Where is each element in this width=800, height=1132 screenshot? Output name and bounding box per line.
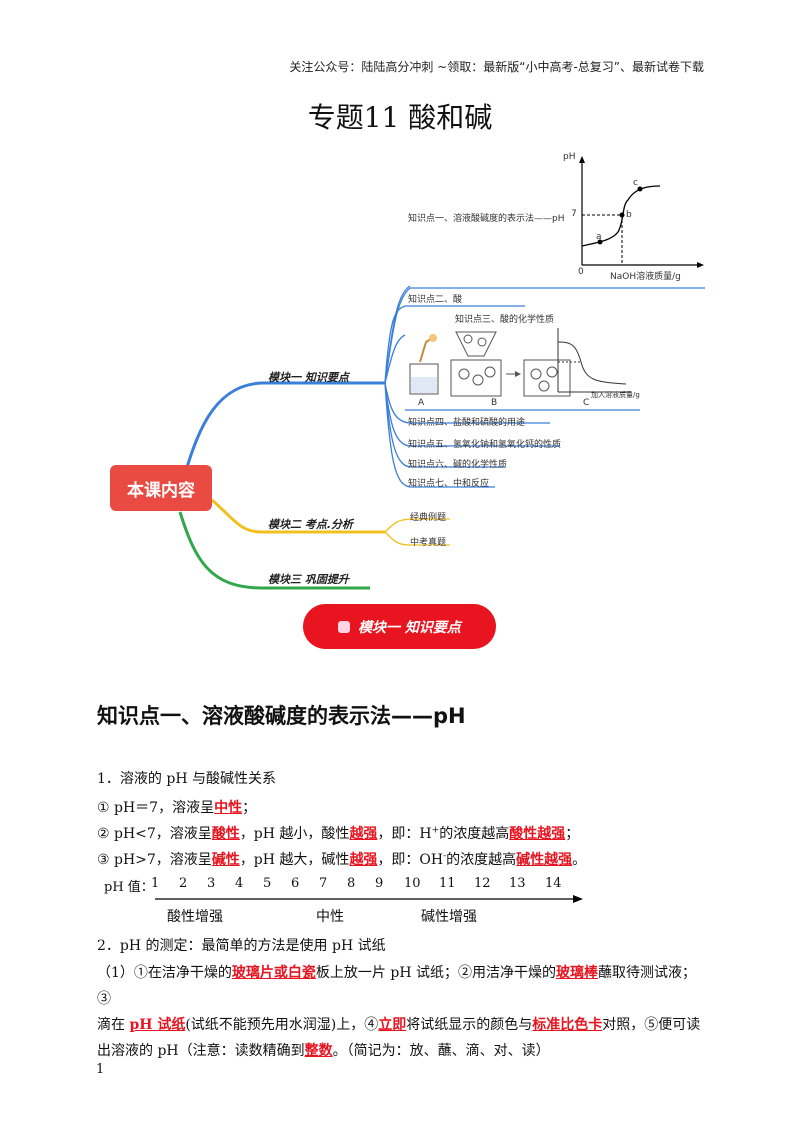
ph-scale-arrow (155, 895, 583, 903)
rule-acidic: ② pH<7，溶液呈酸性，pH 越小，酸性越强，即：H+的浓度越高酸性越强； (97, 825, 580, 842)
branch-module-2: 模块二 考点.分析 (268, 518, 354, 531)
ph-tick: 12 (474, 876, 491, 891)
graph-point-c: c (633, 178, 638, 188)
rule-basic: ③ pH>7，溶液呈碱性，pH 越大，碱性越强，即：OH-的浓度越高碱性越强。 (97, 851, 587, 868)
page-number: 1 (96, 1062, 105, 1077)
ph-tick: 4 (235, 876, 244, 891)
ph-tick: 11 (439, 876, 456, 891)
zone-acid: 酸性增强 (167, 909, 223, 925)
module-pill: 模块一 知识要点 (303, 604, 496, 649)
branch-module-1: 模块一 知识要点 (268, 371, 349, 384)
header-note: 关注公众号：陆陆高分冲刺 ~领取：最新版“小中高考-总复习”、最新试卷下载 (289, 60, 704, 74)
ph-tick: 13 (509, 876, 526, 891)
graph-point-b: b (626, 210, 632, 220)
zone-base: 碱性增强 (421, 909, 477, 925)
leaf-7: 知识点七、中和反应 (408, 479, 490, 489)
section-heading: 知识点一、溶液酸碱度的表示法——pH (97, 704, 466, 728)
branch-module-3: 模块三 巩固提升 (268, 573, 349, 586)
fig-c-xlabel: 加入溶液质量/g (591, 391, 640, 399)
ph-tick: 2 (179, 876, 188, 891)
graph-point-a: a (596, 232, 602, 242)
rule-neutral: ① pH＝7，溶液呈中性； (97, 800, 257, 816)
leaf-exam-questions: 中考真题 (410, 538, 447, 548)
graph-xlabel: NaOH溶液质量/g (610, 272, 681, 282)
acid-experiment-figure (409, 328, 631, 397)
leaf-5: 知识点五、氢氧化钠和氢氧化钙的性质 (408, 440, 562, 450)
ph-tick: 7 (319, 876, 328, 891)
mindmap-lines (178, 285, 705, 590)
module-icon (338, 620, 351, 633)
ph-tick: 5 (263, 876, 272, 891)
ph-curve-graph (579, 156, 704, 268)
ph-tick: 3 (207, 876, 216, 891)
mindmap-center: 本课内容 (110, 465, 212, 511)
zone-neutral: 中性 (316, 909, 344, 925)
s1-title: 1．溶液的 pH 与酸碱性关系 (97, 771, 276, 787)
page-title: 专题11 酸和碱 (307, 101, 493, 134)
ph-tick: 8 (347, 876, 356, 891)
leaf-4: 知识点四、盐酸和硫酸的用途 (408, 418, 526, 428)
ph-tick: 14 (545, 876, 562, 891)
ph-tick: 1 (151, 876, 160, 891)
s2-paragraph: （1）①在洁净干燥的玻璃片或白瓷板上放一片 pH 试纸；②用洁净干燥的玻璃棒蘸取… (97, 965, 701, 1059)
module-pill-label: 模块一 知识要点 (358, 619, 461, 636)
leaf-3: 知识点三、酸的化学性质 (455, 315, 555, 325)
leaf-6: 知识点六、碱的化学性质 (408, 460, 508, 470)
fig-label-c: C (583, 398, 590, 408)
graph-ylabel: pH (563, 152, 576, 162)
fig-label-b: B (491, 398, 498, 408)
ph-tick: 6 (291, 876, 300, 891)
ph-tick: 10 (404, 876, 421, 891)
fig-label-a: A (418, 398, 425, 408)
graph-origin: 0 (578, 267, 584, 277)
ph-scale-label: pH 值： (104, 880, 154, 895)
s2-title: 2．pH 的测定：最简单的方法是使用 pH 试纸 (97, 938, 386, 954)
leaf-classic-examples: 经典例题 (410, 513, 447, 523)
leaf-1: 知识点一、溶液酸碱度的表示法——pH (408, 214, 565, 224)
leaf-2: 知识点二、酸 (408, 295, 463, 305)
graph-seven: 7 (571, 209, 577, 219)
ph-tick: 9 (375, 876, 384, 891)
